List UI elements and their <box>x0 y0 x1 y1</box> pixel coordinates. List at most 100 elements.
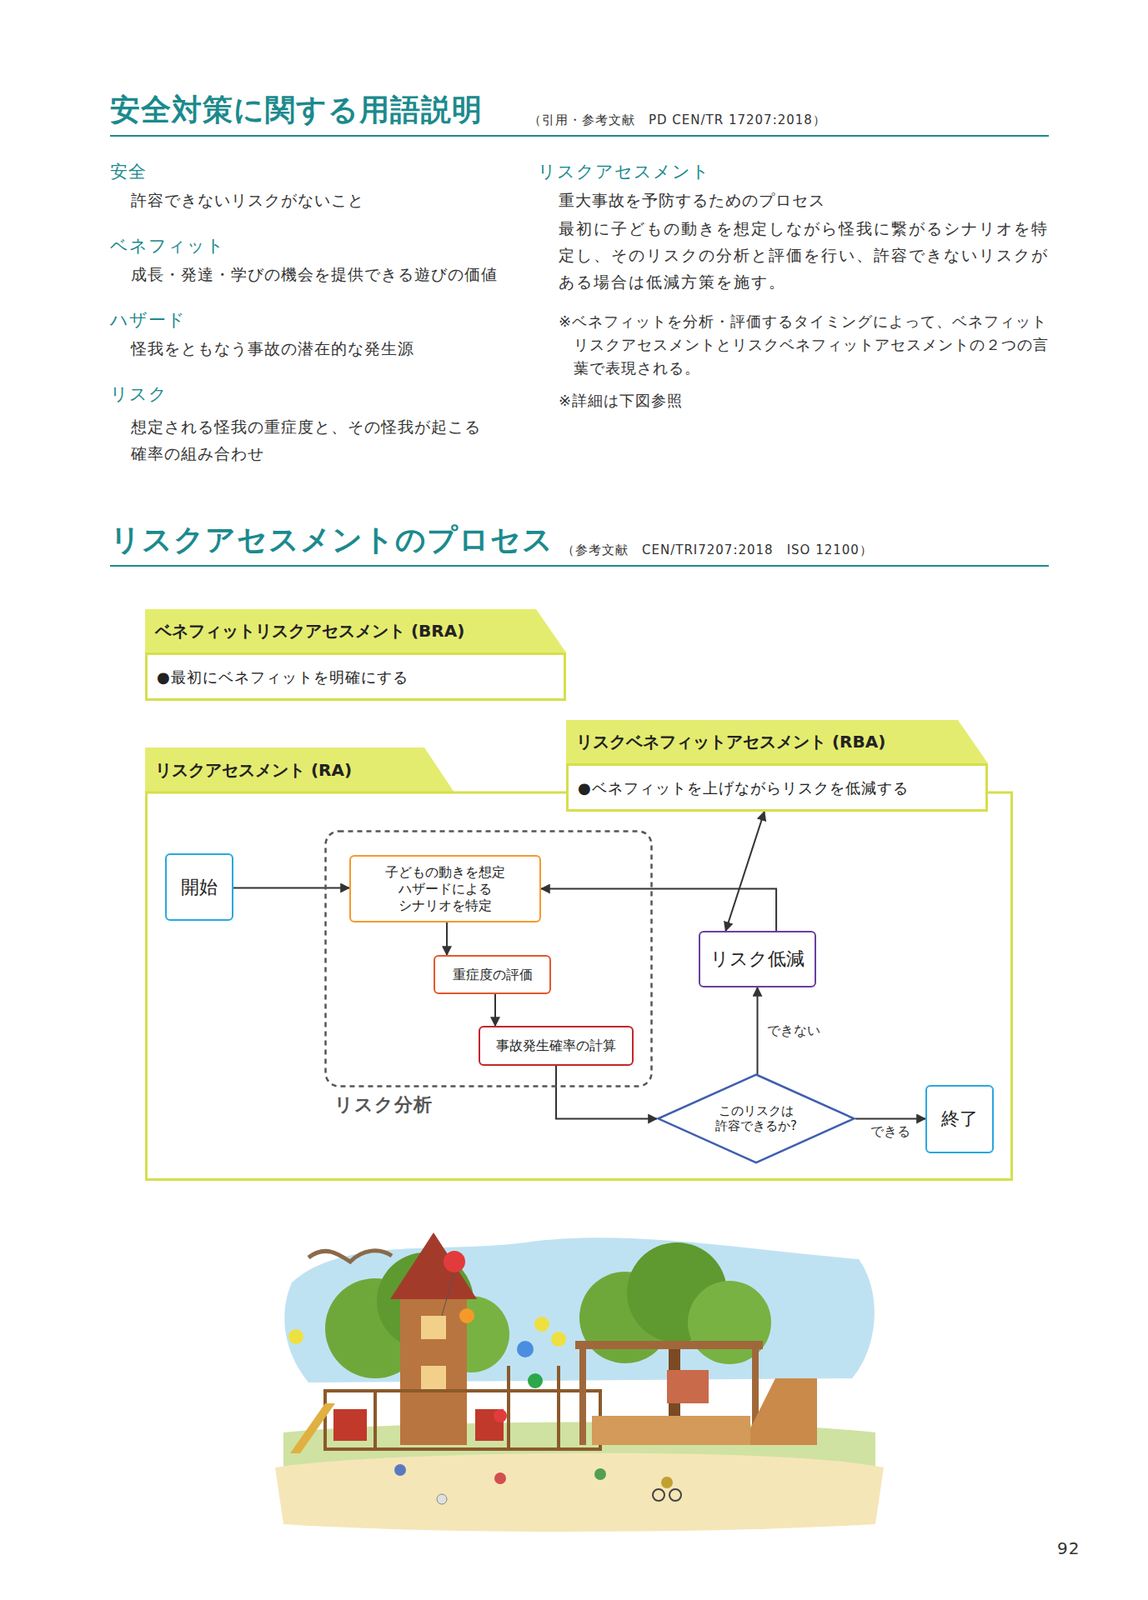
connector <box>556 1066 657 1120</box>
label-wrap: ベネフィット <box>110 235 226 257</box>
ra-frame: リスクアセスメント (RA) 開始リスク分析 子どもの動きを想定 ハザードによる シ… <box>145 747 1013 1182</box>
playground-illustration <box>275 1224 884 1534</box>
child <box>394 1464 407 1477</box>
group-label-wrap: リスク分析 <box>334 1094 433 1117</box>
tower <box>400 1295 467 1446</box>
decision-diamond: このリスクは 許容できるか? <box>656 1073 856 1165</box>
box-text: 終了 <box>941 1107 978 1132</box>
tab-header: ベネフィットリスクアセスメント (BRA) <box>145 609 465 653</box>
process-box: 重症度の評価 <box>433 955 552 995</box>
balloon <box>516 1341 534 1359</box>
tower-window <box>421 1366 447 1390</box>
panel-tab <box>145 609 567 653</box>
page-number: 92 <box>1057 1539 1080 1560</box>
balloon <box>551 1332 567 1348</box>
label-wrap: 重大事故を予防するためのプロセス <box>558 190 826 211</box>
edge-label-wrap: できない <box>764 1022 823 1039</box>
term-heading: リスク <box>110 384 168 406</box>
stairs <box>741 1378 818 1446</box>
rba-panel: リスクベネフィットアセスメント (RBA) ●ベネフィットを上げながらリスクを低減… <box>566 720 988 813</box>
label-wrap: 成長・発達・学びの機会を提供できる遊びの価値 <box>130 265 498 285</box>
term-definition: 許容できないリスクがないこと <box>130 190 365 211</box>
group-label: リスク分析 <box>334 1094 433 1117</box>
label-wrap: 想定される怪我の重症度と、その怪我が起こる 確率の組み合わせ <box>130 413 523 467</box>
bike-wheel <box>652 1489 665 1502</box>
frame-outline <box>146 792 1013 1181</box>
panel-heading: リスクベネフィットアセスメント (RBA) <box>576 731 886 752</box>
tower-window <box>421 1316 447 1340</box>
panel-tab <box>566 720 988 764</box>
label-wrap: リスクアセスメント <box>537 161 711 183</box>
box-text: 開始 <box>180 876 218 900</box>
edge-label: できる <box>867 1123 913 1140</box>
panel-body-outline <box>146 654 566 701</box>
process-box: リスク低減 <box>698 931 817 988</box>
term-definition: 重大事故を予防するためのプロセス <box>558 190 826 211</box>
source-note: （参考文献 CEN/TRI7207:2018 ISO 12100） <box>561 542 873 558</box>
bird <box>308 1251 392 1263</box>
connector <box>494 994 497 1027</box>
page-heading: 安全対策に関する用語説明 <box>110 91 483 128</box>
end-box: 終了 <box>925 1085 994 1154</box>
source-note: （引用・参考文献 PD CEN/TR 17207:2018） <box>528 112 827 128</box>
analysis-group: リスク分析子どもの動きを想定 ハザードによる シナリオを特定重症度の評価事故発生… <box>324 830 653 1088</box>
balloon <box>534 1317 550 1333</box>
term-definition: 怪我をともなう事故の潜在的な発生源 <box>130 339 415 359</box>
label-wrap: （参考文献 CEN/TRI7207:2018 ISO 12100） <box>561 542 873 558</box>
ball <box>436 1494 447 1505</box>
term-heading: リスクアセスメント <box>537 161 711 183</box>
term-definition: 最初に子どもの動きを想定しながら怪我に繋がるシナリオを特定し、そのリスクの分析と… <box>558 215 1053 296</box>
tab-header: リスクアセスメント (RA) <box>145 747 352 793</box>
deck-post <box>556 1366 561 1450</box>
connector <box>725 812 764 932</box>
child <box>594 1468 607 1481</box>
process-box: 子どもの動きを想定 ハザードによる シナリオを特定 <box>349 855 542 923</box>
connector <box>446 922 448 956</box>
label-wrap: リスクアセスメントのプロセス <box>110 521 554 558</box>
term-heading: 安全 <box>110 161 147 183</box>
box-text: 子どもの動きを想定 ハザードによる シナリオを特定 <box>355 864 535 915</box>
label-wrap: 最初に子どもの動きを想定しながら怪我に繋がるシナリオを特定し、そのリスクの分析と… <box>558 215 1053 296</box>
connector <box>233 887 350 890</box>
term-heading: ハザード <box>110 310 186 331</box>
footnote: ※詳細は下図参照 <box>558 391 683 411</box>
label-wrap: （引用・参考文献 PD CEN/TR 17207:2018） <box>528 112 827 128</box>
label-wrap: ※ベネフィットを分析・評価するタイミングによって、ベネフィットリスクアセスメント… <box>558 310 1053 381</box>
panel-tab <box>145 747 455 793</box>
balloon <box>443 1251 466 1274</box>
bike-wheel <box>669 1489 682 1502</box>
footnote: ※ベネフィットを分析・評価するタイミングによって、ベネフィットリスクアセスメント… <box>558 310 1053 381</box>
sand-ground <box>275 1453 884 1533</box>
term-definition: 想定される怪我の重症度と、その怪我が起こる 確率の組み合わせ <box>130 413 523 467</box>
child <box>494 1473 507 1485</box>
panel-body: ●最初にベネフィットを明確にする <box>145 654 567 702</box>
panel-body: ●ベネフィットを上げながらリスクを低減する <box>566 765 988 813</box>
bra-panel: ベネフィットリスクアセスメント (BRA) ●最初にベネフィットを明確にする <box>145 609 567 702</box>
start-box: 開始 <box>165 853 234 922</box>
panel-heading: リスクアセスメント (RA) <box>155 760 352 781</box>
deck-post <box>373 1391 377 1450</box>
connector <box>541 889 777 933</box>
balloon <box>493 1409 507 1424</box>
box-text: 事故発生確率の計算 <box>496 1037 617 1055</box>
dashed-outline <box>325 832 652 1088</box>
panel-text: ●最初にベネフィットを明確にする <box>156 668 409 687</box>
panel-text: ●ベネフィットを上げながらリスクを低減する <box>577 779 909 798</box>
title-wrap: 安全対策に関する用語説明 <box>110 91 483 128</box>
heading-underline <box>110 135 1049 137</box>
wood-deck <box>591 1416 751 1446</box>
label-wrap: 怪我をともなう事故の潜在的な発生源 <box>130 339 415 359</box>
label-wrap: ハザード <box>110 310 186 331</box>
connector <box>756 987 759 1075</box>
slide <box>290 1403 336 1454</box>
edge-label: できない <box>764 1022 823 1039</box>
pergola-post <box>579 1349 587 1446</box>
label-wrap: 許容できないリスクがないこと <box>130 190 365 211</box>
child <box>661 1477 673 1489</box>
tower-roof <box>390 1233 477 1300</box>
balloon <box>459 1308 475 1324</box>
tab-header: リスクベネフィットアセスメント (RBA) <box>566 720 886 764</box>
balloon <box>288 1329 304 1345</box>
decision-text: このリスクは 許容できるか? <box>697 1103 815 1134</box>
diamond-outline <box>658 1075 855 1164</box>
